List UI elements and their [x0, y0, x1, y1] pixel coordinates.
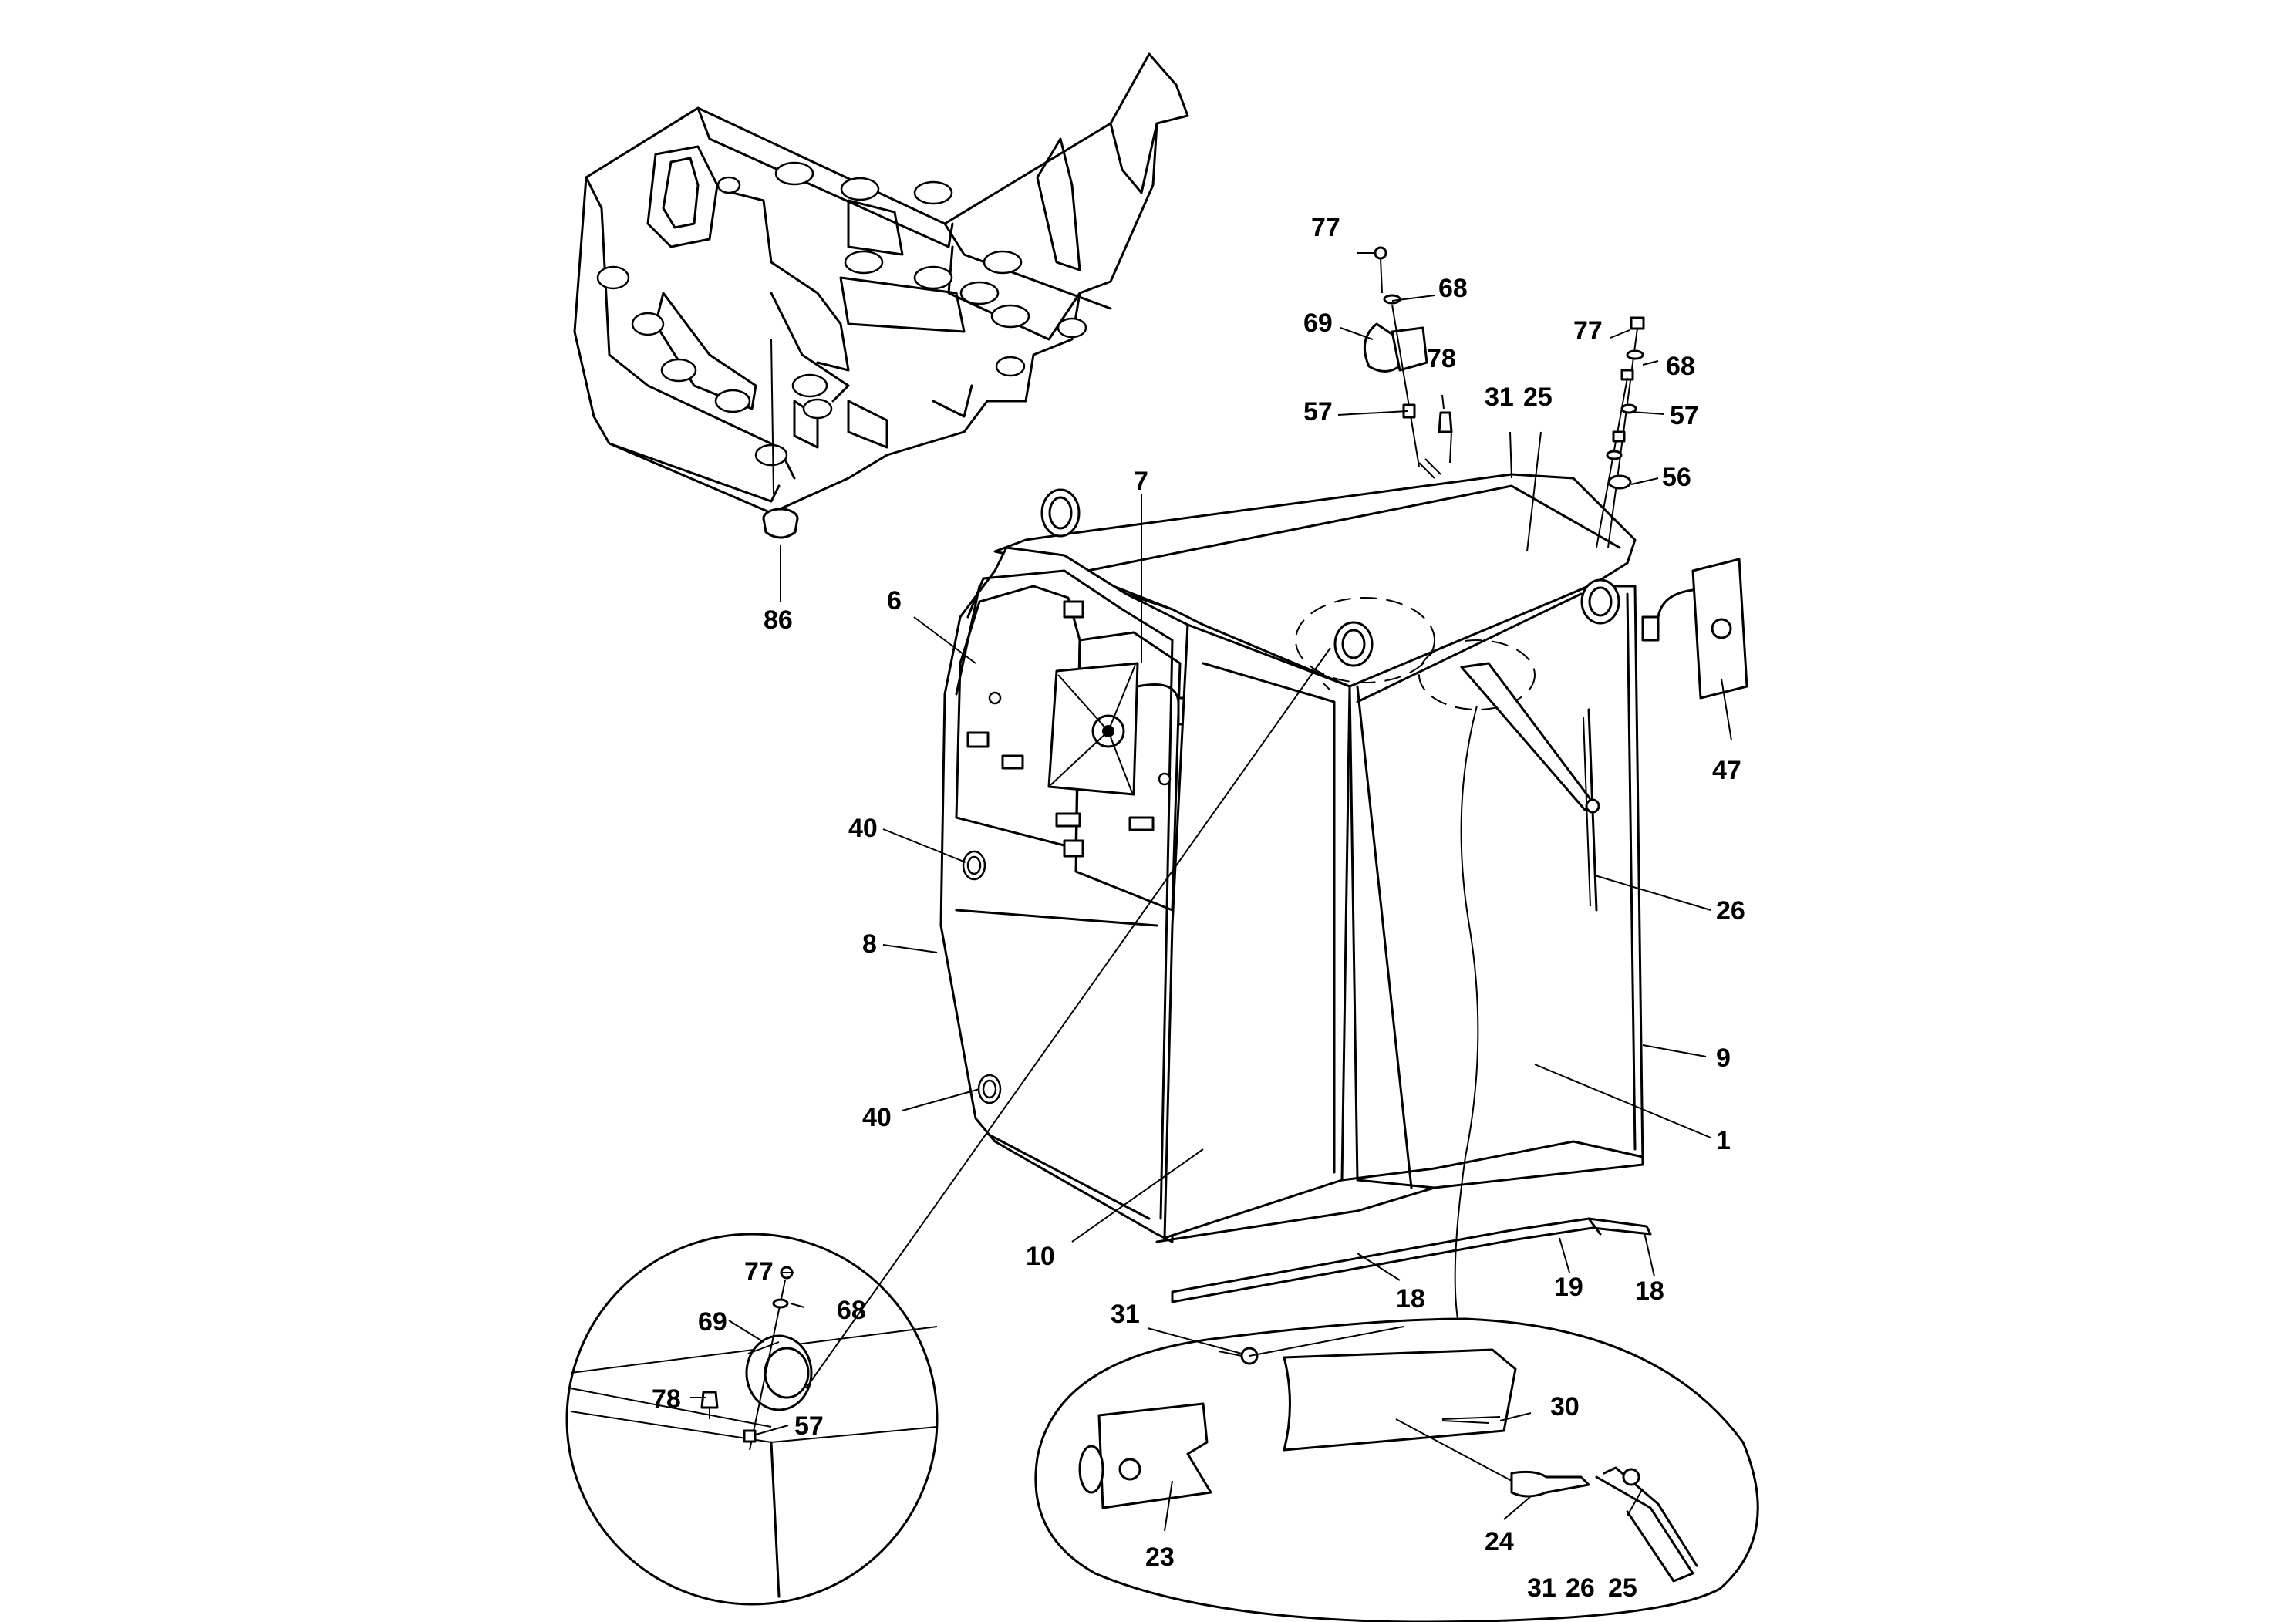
callout-77: 77 [1311, 213, 1340, 242]
leader-lines [690, 252, 1732, 1532]
callout-86: 86 [764, 605, 793, 635]
oval-callout-26: 26 [1566, 1573, 1595, 1603]
roof-panel-assembly [573, 52, 1189, 539]
callout-9: 9 [1716, 1044, 1731, 1073]
callout-10: 10 [1026, 1242, 1055, 1271]
callout-57: 57 [1303, 397, 1333, 427]
detail-callout-77: 77 [744, 1257, 774, 1286]
oval-callout-25: 25 [1608, 1573, 1637, 1603]
callout-25: 25 [1523, 383, 1553, 412]
callout-77: 77 [1573, 316, 1603, 346]
callout-56: 56 [1662, 463, 1691, 492]
callout-69: 69 [1303, 309, 1333, 338]
callout-40: 40 [862, 1103, 892, 1132]
callout-26: 26 [1716, 896, 1745, 926]
oval-callout-31: 31 [1111, 1300, 1140, 1329]
detail-circle-lamp [565, 647, 1331, 1606]
oval-callout-31: 31 [1527, 1573, 1556, 1603]
detail-oval-wiper-motor [1034, 1317, 1759, 1622]
callout-31: 31 [1485, 383, 1514, 412]
cab-body [939, 458, 1748, 1243]
callout-18: 18 [1635, 1276, 1664, 1306]
callout-labels: 77 68 69 78 57 31 25 77 68 57 56 47 7 6 … [652, 213, 1745, 1603]
callout-1: 1 [1716, 1126, 1731, 1155]
callout-68: 68 [1666, 352, 1695, 381]
callout-47: 47 [1712, 756, 1741, 785]
detail-callout-69: 69 [698, 1307, 727, 1337]
callout-78: 78 [1427, 344, 1456, 373]
callout-68: 68 [1438, 274, 1468, 303]
callout-57: 57 [1670, 401, 1699, 430]
oval-callout-30: 30 [1550, 1392, 1580, 1421]
detail-callout-57: 57 [794, 1411, 824, 1441]
callout-18: 18 [1396, 1284, 1425, 1313]
callout-19: 19 [1554, 1273, 1583, 1302]
callout-6: 6 [887, 586, 902, 615]
top-hardware [1363, 246, 1645, 548]
callout-40: 40 [848, 814, 878, 843]
callout-7: 7 [1134, 467, 1148, 496]
detail-callout-78: 78 [652, 1384, 681, 1414]
trim-strips [1171, 1217, 1652, 1303]
oval-callout-23: 23 [1145, 1543, 1175, 1572]
detail-callout-68: 68 [837, 1296, 866, 1325]
callout-8: 8 [862, 929, 877, 959]
oval-callout-24: 24 [1485, 1527, 1514, 1556]
